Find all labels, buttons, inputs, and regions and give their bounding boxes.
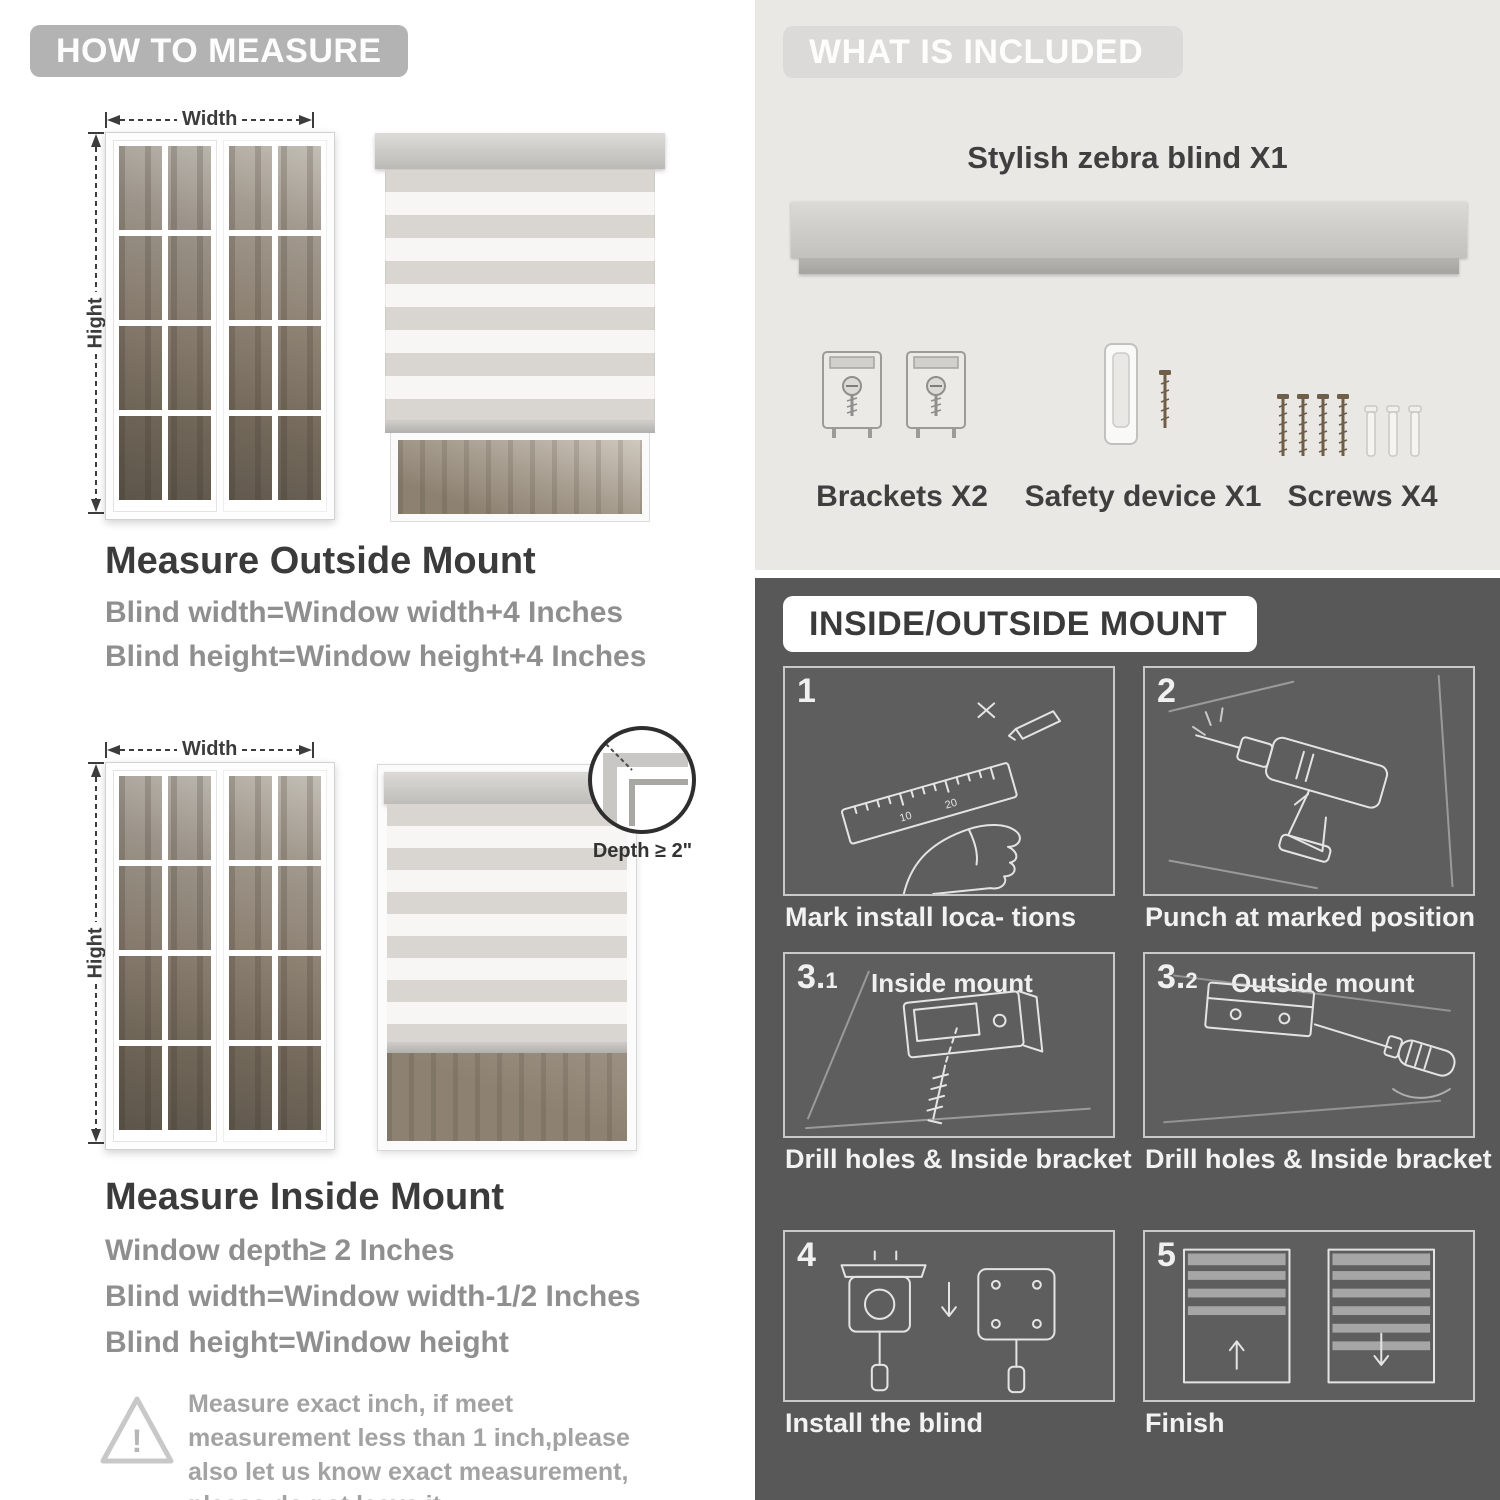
- outside-formula-2: Blind height=Window height+4 Inches: [105, 640, 647, 673]
- measure-note: Measure exact inch, if meet measurement …: [188, 1390, 630, 1500]
- inside-mount-heading: Measure Inside Mount: [105, 1176, 505, 1218]
- screw-icon: [1159, 370, 1171, 428]
- screw-icon: [1317, 394, 1329, 456]
- step-number: 4: [797, 1236, 816, 1274]
- outside-blind-illustration: [375, 133, 665, 522]
- inside-width-arrow: Width: [105, 738, 335, 761]
- bracket-icon: [906, 351, 966, 438]
- blind-bottom-rail: [385, 421, 655, 433]
- inside-window-illustration: [105, 762, 335, 1150]
- warning-icon: !: [100, 1396, 174, 1464]
- window-sash: [113, 770, 217, 1142]
- window-frame: [377, 764, 637, 1151]
- what-is-included-section: WHAT IS INCLUDED Stylish zebra blind X1 …: [755, 0, 1500, 570]
- step-3-2-panel: 3.2 Outside mount: [1143, 952, 1475, 1138]
- svg-text:10: 10: [898, 810, 913, 825]
- width-label: Width: [182, 738, 238, 760]
- screw-icon: [1297, 394, 1309, 456]
- mount-header: INSIDE/OUTSIDE MOUNT: [783, 596, 1257, 652]
- blind-bottom-rail: [387, 1042, 627, 1053]
- step-2-panel: 2: [1143, 666, 1475, 896]
- inside-formula-3: Blind height=Window height: [105, 1326, 509, 1359]
- bracket-icon: [822, 351, 882, 438]
- svg-text:20: 20: [944, 797, 959, 812]
- safety-device-icon: [1104, 343, 1171, 445]
- brackets-label: Brackets X2: [816, 480, 988, 513]
- step-number: 3.2: [1157, 958, 1198, 996]
- screw-icon: [1337, 394, 1349, 456]
- screws-label: Screws X4: [1287, 480, 1438, 513]
- zebra-blind-label: Stylish zebra blind X1: [967, 140, 1288, 175]
- depth-label: Depth ≥ 2": [592, 840, 693, 862]
- inside-bracket-illustration: [785, 954, 1113, 1136]
- step-number: 1: [797, 672, 816, 710]
- step-title: Outside mount: [1231, 968, 1415, 998]
- zebra-stripes: [385, 169, 655, 421]
- window-under-blind: [390, 432, 650, 522]
- step-4-caption: Install the blind: [785, 1408, 984, 1438]
- arrow-right-icon: [242, 111, 315, 128]
- step-3-1-caption: Drill holes & Inside bracket: [785, 1144, 1132, 1174]
- window-corner-icon: [603, 743, 688, 826]
- step-number: 2: [1157, 672, 1176, 710]
- outside-bracket-illustration: [1145, 954, 1473, 1136]
- window-sash: [113, 140, 217, 512]
- mount-section: INSIDE/OUTSIDE MOUNT 1 10 20 Mark instal…: [755, 578, 1500, 1500]
- blind-cassette: [375, 133, 665, 169]
- finish-illustration: [1145, 1232, 1473, 1400]
- inside-formula-2: Blind width=Window width-1/2 Inches: [105, 1280, 641, 1313]
- step-5-caption: Finish: [1145, 1408, 1225, 1438]
- step-3-1-panel: 3.1 Inside mount: [783, 952, 1115, 1138]
- step-number: 5: [1157, 1236, 1176, 1274]
- outside-mount-heading: Measure Outside Mount: [105, 540, 536, 582]
- arrow-left-icon: [105, 741, 177, 758]
- what-is-included-header: WHAT IS INCLUDED: [783, 26, 1183, 78]
- screw-icon: [1277, 394, 1289, 456]
- svg-text:!: !: [132, 1423, 143, 1459]
- window-sash: [223, 140, 327, 512]
- install-blind-illustration: [785, 1232, 1113, 1400]
- how-to-measure-section: HOW TO MEASURE Width Hight: [30, 25, 696, 1500]
- step-1-panel: 1 10 20: [783, 666, 1115, 896]
- inside-formula-1: Window depth≥ 2 Inches: [105, 1234, 455, 1267]
- anchor-icon: [1364, 405, 1378, 457]
- arrow-down-icon: [87, 984, 104, 1144]
- depth-callout: [588, 726, 696, 834]
- step-2-caption: Punch at marked position: [1145, 902, 1476, 932]
- drill-illustration: [1145, 668, 1473, 894]
- inside-height-arrow: Hight: [70, 762, 121, 1150]
- inside-blind-illustration: [377, 764, 637, 1151]
- step-5-panel: 5: [1143, 1230, 1475, 1402]
- anchor-icon: [1386, 405, 1400, 457]
- zebra-blind-product-lip: [799, 258, 1459, 274]
- step-1-caption: Mark install loca- tions: [785, 902, 1077, 932]
- arrow-down-icon: [87, 354, 104, 514]
- outside-height-arrow: Hight: [70, 132, 121, 520]
- step-3-2-caption: Drill holes & Inside bracket: [1145, 1144, 1492, 1174]
- step-4-panel: 4: [783, 1230, 1115, 1402]
- arrow-left-icon: [105, 111, 177, 128]
- how-to-measure-title: HOW TO MEASURE: [56, 31, 382, 70]
- window-sash: [223, 770, 327, 1142]
- what-is-included-title: WHAT IS INCLUDED: [809, 32, 1144, 71]
- arrow-up-icon: [87, 132, 104, 292]
- safety-device-label: Safety device X1: [1024, 480, 1262, 513]
- arrow-up-icon: [87, 762, 104, 922]
- screws-icon: [1277, 394, 1422, 457]
- outside-formula-1: Blind width=Window width+4 Inches: [105, 596, 624, 629]
- zebra-blind-product: [791, 202, 1467, 258]
- anchor-icon: [1408, 405, 1422, 457]
- width-label: Width: [182, 108, 238, 130]
- outside-width-arrow: Width: [105, 108, 335, 131]
- mount-title: INSIDE/OUTSIDE MOUNT: [809, 604, 1228, 643]
- outside-window-illustration: [105, 132, 335, 520]
- zebra-stripes: [387, 804, 627, 1042]
- how-to-measure-header: HOW TO MEASURE: [30, 25, 408, 77]
- arrow-right-icon: [242, 741, 315, 758]
- step-number: 3.1: [797, 958, 838, 996]
- mark-locations-illustration: 10 20: [785, 668, 1113, 894]
